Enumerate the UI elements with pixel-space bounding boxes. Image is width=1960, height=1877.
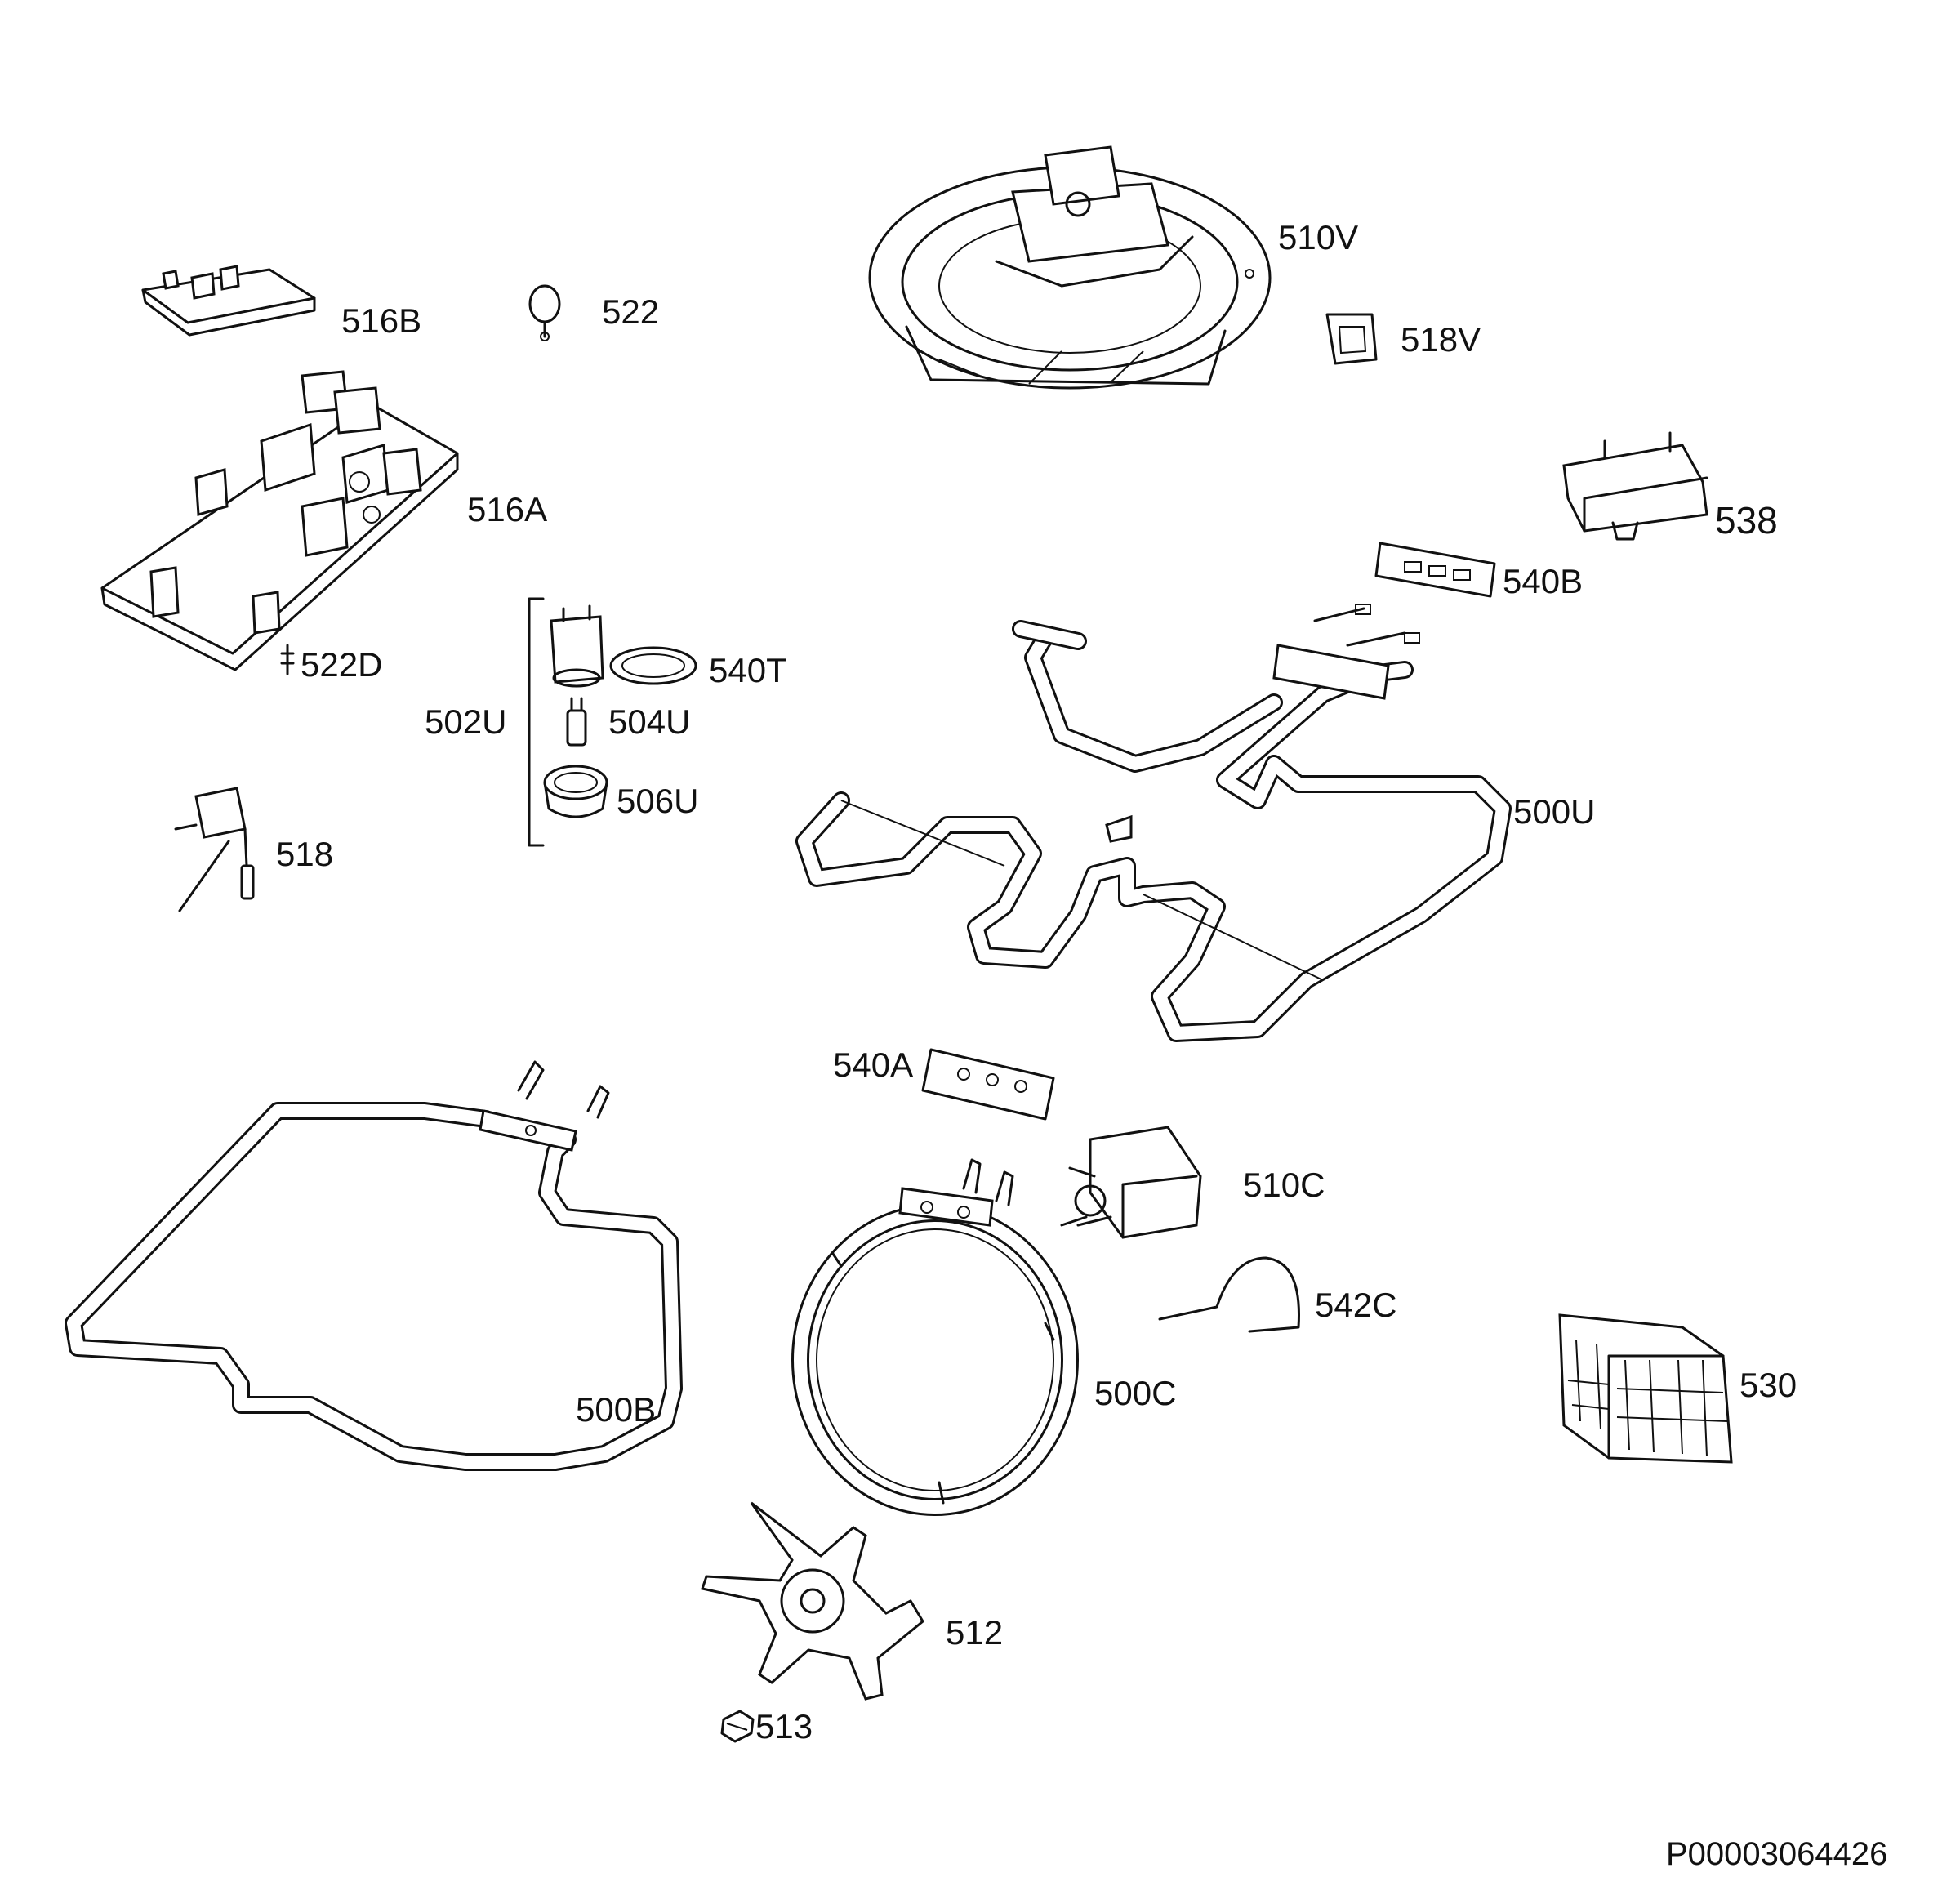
label-518V: 518V [1401, 320, 1481, 359]
label-516A: 516A [467, 490, 547, 528]
part-542C-wire-clip [1158, 1256, 1300, 1333]
part-500B-bottom-element [65, 1060, 683, 1471]
label-540A: 540A [833, 1046, 913, 1084]
label-500U: 500U [1513, 792, 1595, 831]
label-540B: 540B [1503, 562, 1583, 600]
part-538-terminal-block [1562, 431, 1708, 541]
label-506U: 506U [617, 782, 698, 820]
part-500C-circular-element [791, 1158, 1079, 1516]
label-530: 530 [1740, 1366, 1797, 1404]
label-518: 518 [276, 835, 333, 873]
label-512: 512 [946, 1613, 1003, 1652]
part-506U-lamp-cover [543, 765, 608, 818]
part-516A-main-pcb [100, 370, 459, 671]
label-500B: 500B [576, 1390, 656, 1429]
document-id: P00003064426 [1666, 1836, 1887, 1872]
part-516B-small-pcb [141, 265, 316, 337]
part-540A-gasket [921, 1048, 1055, 1121]
label-516B: 516B [341, 301, 421, 340]
label-522D: 522D [301, 645, 382, 684]
label-510C: 510C [1243, 1166, 1325, 1204]
part-lamp-holder [550, 604, 604, 688]
part-512-fan-blade [701, 1501, 924, 1701]
part-522D-screw [280, 644, 295, 675]
part-540B-gasket [1374, 542, 1496, 598]
part-500U-grill-element [795, 604, 1512, 1042]
part-518-thermostat-probe [174, 787, 255, 912]
part-530-connector-block [1558, 1313, 1733, 1464]
label-538: 538 [1715, 499, 1778, 542]
part-513-nut [720, 1710, 755, 1743]
label-542C: 542C [1315, 1286, 1396, 1324]
label-540T: 540T [709, 651, 787, 689]
label-513: 513 [755, 1707, 813, 1745]
part-510C-motor [1060, 1126, 1202, 1239]
bracket-502U [528, 597, 545, 847]
part-518V-thermostat [1325, 313, 1378, 365]
label-504U: 504U [608, 702, 690, 741]
label-522: 522 [602, 292, 659, 331]
part-522-clip [528, 284, 561, 341]
label-500C: 500C [1094, 1374, 1176, 1412]
label-510V: 510V [1278, 218, 1358, 256]
part-510V-fan-assembly [868, 145, 1272, 390]
part-504U-bulb [566, 697, 587, 747]
label-502U: 502U [425, 702, 506, 741]
part-540T-seal [609, 646, 697, 685]
